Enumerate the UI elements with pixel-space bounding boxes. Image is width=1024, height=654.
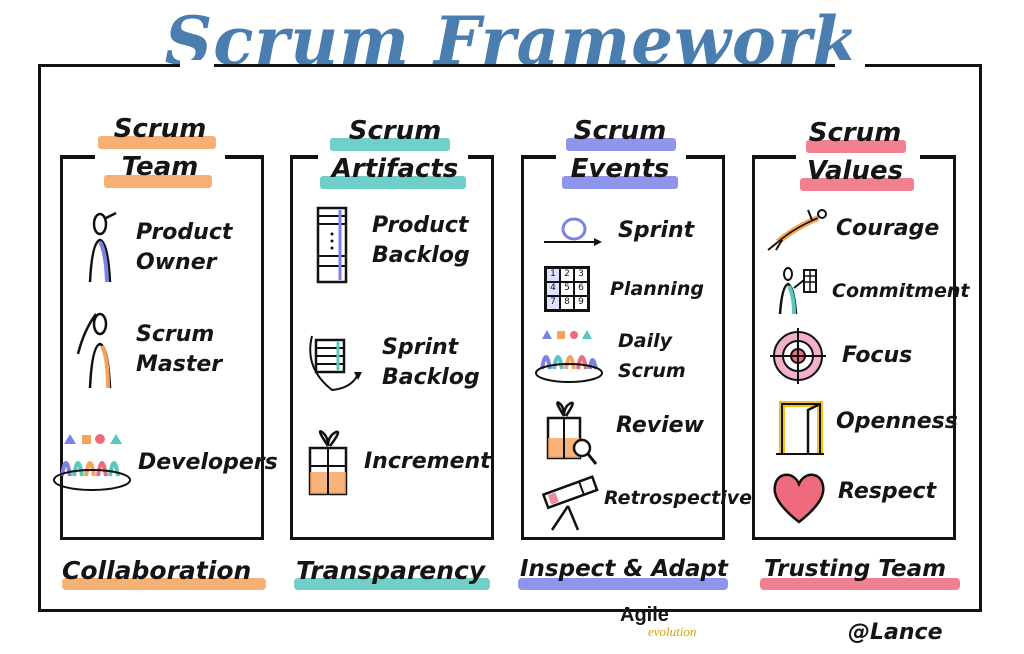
grid-cell: 8 <box>560 296 574 310</box>
item-sprint-backlog: Sprint Backlog <box>302 328 480 398</box>
label-scrum-master: Scrum Master <box>136 322 223 377</box>
heading-artifacts-line1: Scrum <box>348 116 442 146</box>
product-backlog-icon <box>314 206 354 286</box>
heading-highlight <box>800 178 914 191</box>
increment-icon <box>306 426 352 498</box>
label-focus: Focus <box>842 343 913 368</box>
title-gap-right <box>835 60 865 70</box>
agile-evolution-logo: Agile <box>620 604 669 626</box>
label-planning: Planning <box>610 278 704 300</box>
grid-cell: 4 <box>546 282 560 296</box>
col-gap <box>318 148 468 160</box>
label-retrospective: Retrospective <box>604 487 753 509</box>
item-scrum-master: Scrum Master <box>76 310 222 390</box>
footer-highlight <box>518 578 728 590</box>
heading-highlight <box>562 176 678 189</box>
label-increment: Increment <box>364 449 491 474</box>
grid-cell: 6 <box>574 282 588 296</box>
item-review: Review <box>544 398 704 468</box>
frame-gap <box>35 122 37 142</box>
author-signature: @Lance <box>848 620 943 645</box>
item-commitment: Commitment <box>776 266 969 316</box>
item-sprint: Sprint <box>540 214 694 248</box>
label-daily-scrum: Daily Scrum <box>618 330 686 382</box>
item-courage: Courage <box>764 206 939 252</box>
col-gap <box>556 148 686 160</box>
grid-cell: 5 <box>560 282 574 296</box>
heading-artifacts-line2: Artifacts <box>331 154 459 184</box>
item-daily-scrum: Daily Scrum <box>534 326 686 386</box>
heart-icon <box>772 470 826 526</box>
label-courage: Courage <box>836 216 940 241</box>
sprint-backlog-icon <box>302 328 366 398</box>
heading-highlight <box>806 140 906 153</box>
developers-icon <box>52 432 132 494</box>
label-product-backlog: Product Backlog <box>372 213 470 268</box>
heading-events-line2: Events <box>570 154 670 184</box>
grid-cell: 9 <box>574 296 588 310</box>
grid-cell: 1 <box>546 268 560 282</box>
label-product-owner: Product Owner <box>136 220 233 275</box>
item-respect: Respect <box>772 470 936 526</box>
label-review: Review <box>616 413 704 438</box>
label-developers: Developers <box>138 450 278 475</box>
outer-frame <box>35 64 982 612</box>
col-gap <box>95 148 225 160</box>
item-increment: Increment <box>306 426 491 498</box>
heading-highlight <box>98 136 216 149</box>
heading-events-line1: Scrum <box>573 116 667 146</box>
label-sprint-backlog: Sprint Backlog <box>382 335 480 390</box>
label-respect: Respect <box>838 479 937 504</box>
courage-icon <box>764 206 830 252</box>
heading-highlight <box>320 176 466 189</box>
footer-inspect-adapt: Inspect & Adapt <box>520 556 728 582</box>
page-title: Scrum Framework <box>164 2 860 80</box>
agile-evolution-logo-sub: evolution <box>648 624 697 639</box>
label-sprint: Sprint <box>618 218 695 243</box>
heading-values-line1: Scrum <box>808 118 902 148</box>
product-owner-icon <box>82 212 122 284</box>
item-retrospective: Retrospective <box>538 472 752 532</box>
commitment-icon <box>776 266 822 316</box>
label-openness: Openness <box>836 409 958 434</box>
heading-highlight <box>566 138 676 151</box>
heading-team-line2: Team <box>121 152 199 182</box>
daily-scrum-icon <box>534 327 604 385</box>
item-planning: 1 2 3 4 5 6 7 8 9 Planning <box>544 266 704 312</box>
grid-cell: 3 <box>574 268 588 282</box>
heading-team-line1: Scrum <box>113 114 207 144</box>
footer-highlight <box>760 578 960 590</box>
footer-highlight <box>294 578 490 590</box>
heading-highlight <box>104 175 212 188</box>
grid-cell: 2 <box>560 268 574 282</box>
footer-highlight <box>62 578 266 590</box>
sprint-icon <box>540 214 604 248</box>
focus-target-icon <box>768 326 828 386</box>
review-icon <box>544 398 600 468</box>
footer-trusting-team: Trusting Team <box>764 556 947 582</box>
retrospective-telescope-icon <box>538 472 600 532</box>
footer-transparency: Transparency <box>296 556 486 585</box>
item-product-backlog: Product Backlog <box>314 206 470 286</box>
scrum-master-icon <box>76 310 122 390</box>
heading-values-line2: Values <box>806 156 904 186</box>
grid-cell: 7 <box>546 296 560 310</box>
item-developers: Developers <box>52 432 278 494</box>
footer-collaboration: Collaboration <box>62 556 252 585</box>
title-gap-left <box>180 60 214 70</box>
item-product-owner: Product Owner <box>82 212 232 284</box>
item-openness: Openness <box>774 398 958 456</box>
planning-grid-icon: 1 2 3 4 5 6 7 8 9 <box>544 266 590 312</box>
label-commitment: Commitment <box>832 280 970 302</box>
heading-highlight <box>330 138 450 151</box>
item-focus: Focus <box>768 326 912 386</box>
openness-door-icon <box>774 398 826 456</box>
